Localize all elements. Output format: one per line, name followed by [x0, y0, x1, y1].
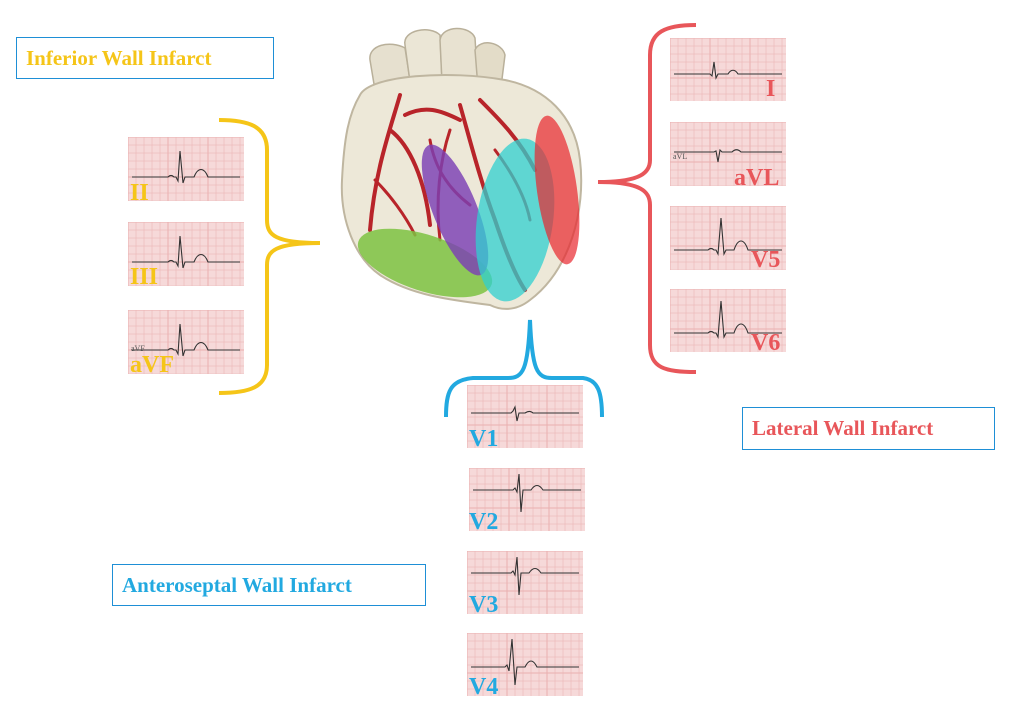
ecg-strip-avl [670, 122, 786, 186]
ecg-grid [469, 468, 585, 531]
ecg-grid [670, 38, 786, 101]
lead-label-i: I [766, 76, 776, 102]
lead-label-ii: II [130, 180, 149, 206]
ecg-strip-v1 [467, 385, 583, 448]
lateral-bracket [597, 23, 697, 374]
lead-label-v1: V1 [469, 426, 499, 452]
anteroseptal-bracket [444, 319, 604, 418]
ecg-paper [670, 38, 786, 101]
inferior-bracket [218, 118, 321, 395]
ecg-grid [670, 289, 786, 352]
strip-tag-avl: aVL [673, 152, 688, 161]
lateral-wall-title: Lateral Wall Infarct [742, 407, 995, 450]
ecg-strip-i [670, 38, 786, 101]
lead-label-v3: V3 [469, 592, 499, 618]
ecg-strip-ii [128, 137, 244, 201]
ecg-paper [469, 468, 585, 531]
great-vessels [369, 27, 506, 96]
ecg-strip-v6 [670, 289, 786, 352]
lead-label-v4: V4 [469, 674, 499, 700]
ecg-strip-v3 [467, 551, 583, 614]
ecg-paper [467, 551, 583, 614]
ecg-paper [467, 385, 583, 448]
ecg-waveform [132, 235, 240, 269]
heart-illustration [340, 27, 583, 310]
ecg-strip-v4 [467, 633, 583, 696]
lead-label-iii: III [130, 264, 159, 290]
lead-label-v6: V6 [751, 330, 781, 356]
strip-tag-avf: aVF [131, 344, 145, 353]
ecg-paper [467, 633, 583, 696]
ecg-waveform [132, 150, 240, 184]
ecg-waveform [674, 217, 782, 257]
ecg-strip-iii [128, 222, 244, 286]
ecg-grid [467, 633, 583, 696]
lead-label-avl: aVL [734, 165, 780, 191]
anterior-zone [475, 138, 555, 302]
lead-label-avf: aVF [130, 352, 174, 378]
ecg-strip-v5 [670, 206, 786, 270]
ecg-waveform [471, 638, 579, 686]
ecg-waveform [471, 556, 579, 596]
ecg-waveform [674, 61, 782, 80]
ecg-strip-v2 [469, 468, 585, 531]
ecg-waveform [674, 148, 782, 163]
ecg-paper [670, 289, 786, 352]
ecg-grid [128, 310, 244, 374]
ecg-grid [670, 122, 786, 186]
ecg-grid [467, 385, 583, 448]
inferior-zone [357, 228, 493, 298]
ecg-strip-avf [128, 310, 244, 374]
ecg-waveform [674, 300, 782, 340]
ecg-waveform [471, 405, 579, 422]
inferior-wall-title: Inferior Wall Infarct [16, 37, 274, 79]
ecg-waveform [132, 323, 240, 357]
lateral-zone [534, 115, 580, 265]
anteroseptal-wall-title: Anteroseptal Wall Infarct [112, 564, 426, 606]
ecg-waveform [473, 473, 581, 513]
septal-zone [421, 144, 489, 276]
ecg-grid [467, 551, 583, 614]
ecg-grid [670, 206, 786, 270]
lead-label-v5: V5 [751, 247, 781, 273]
lead-label-v2: V2 [469, 509, 499, 535]
